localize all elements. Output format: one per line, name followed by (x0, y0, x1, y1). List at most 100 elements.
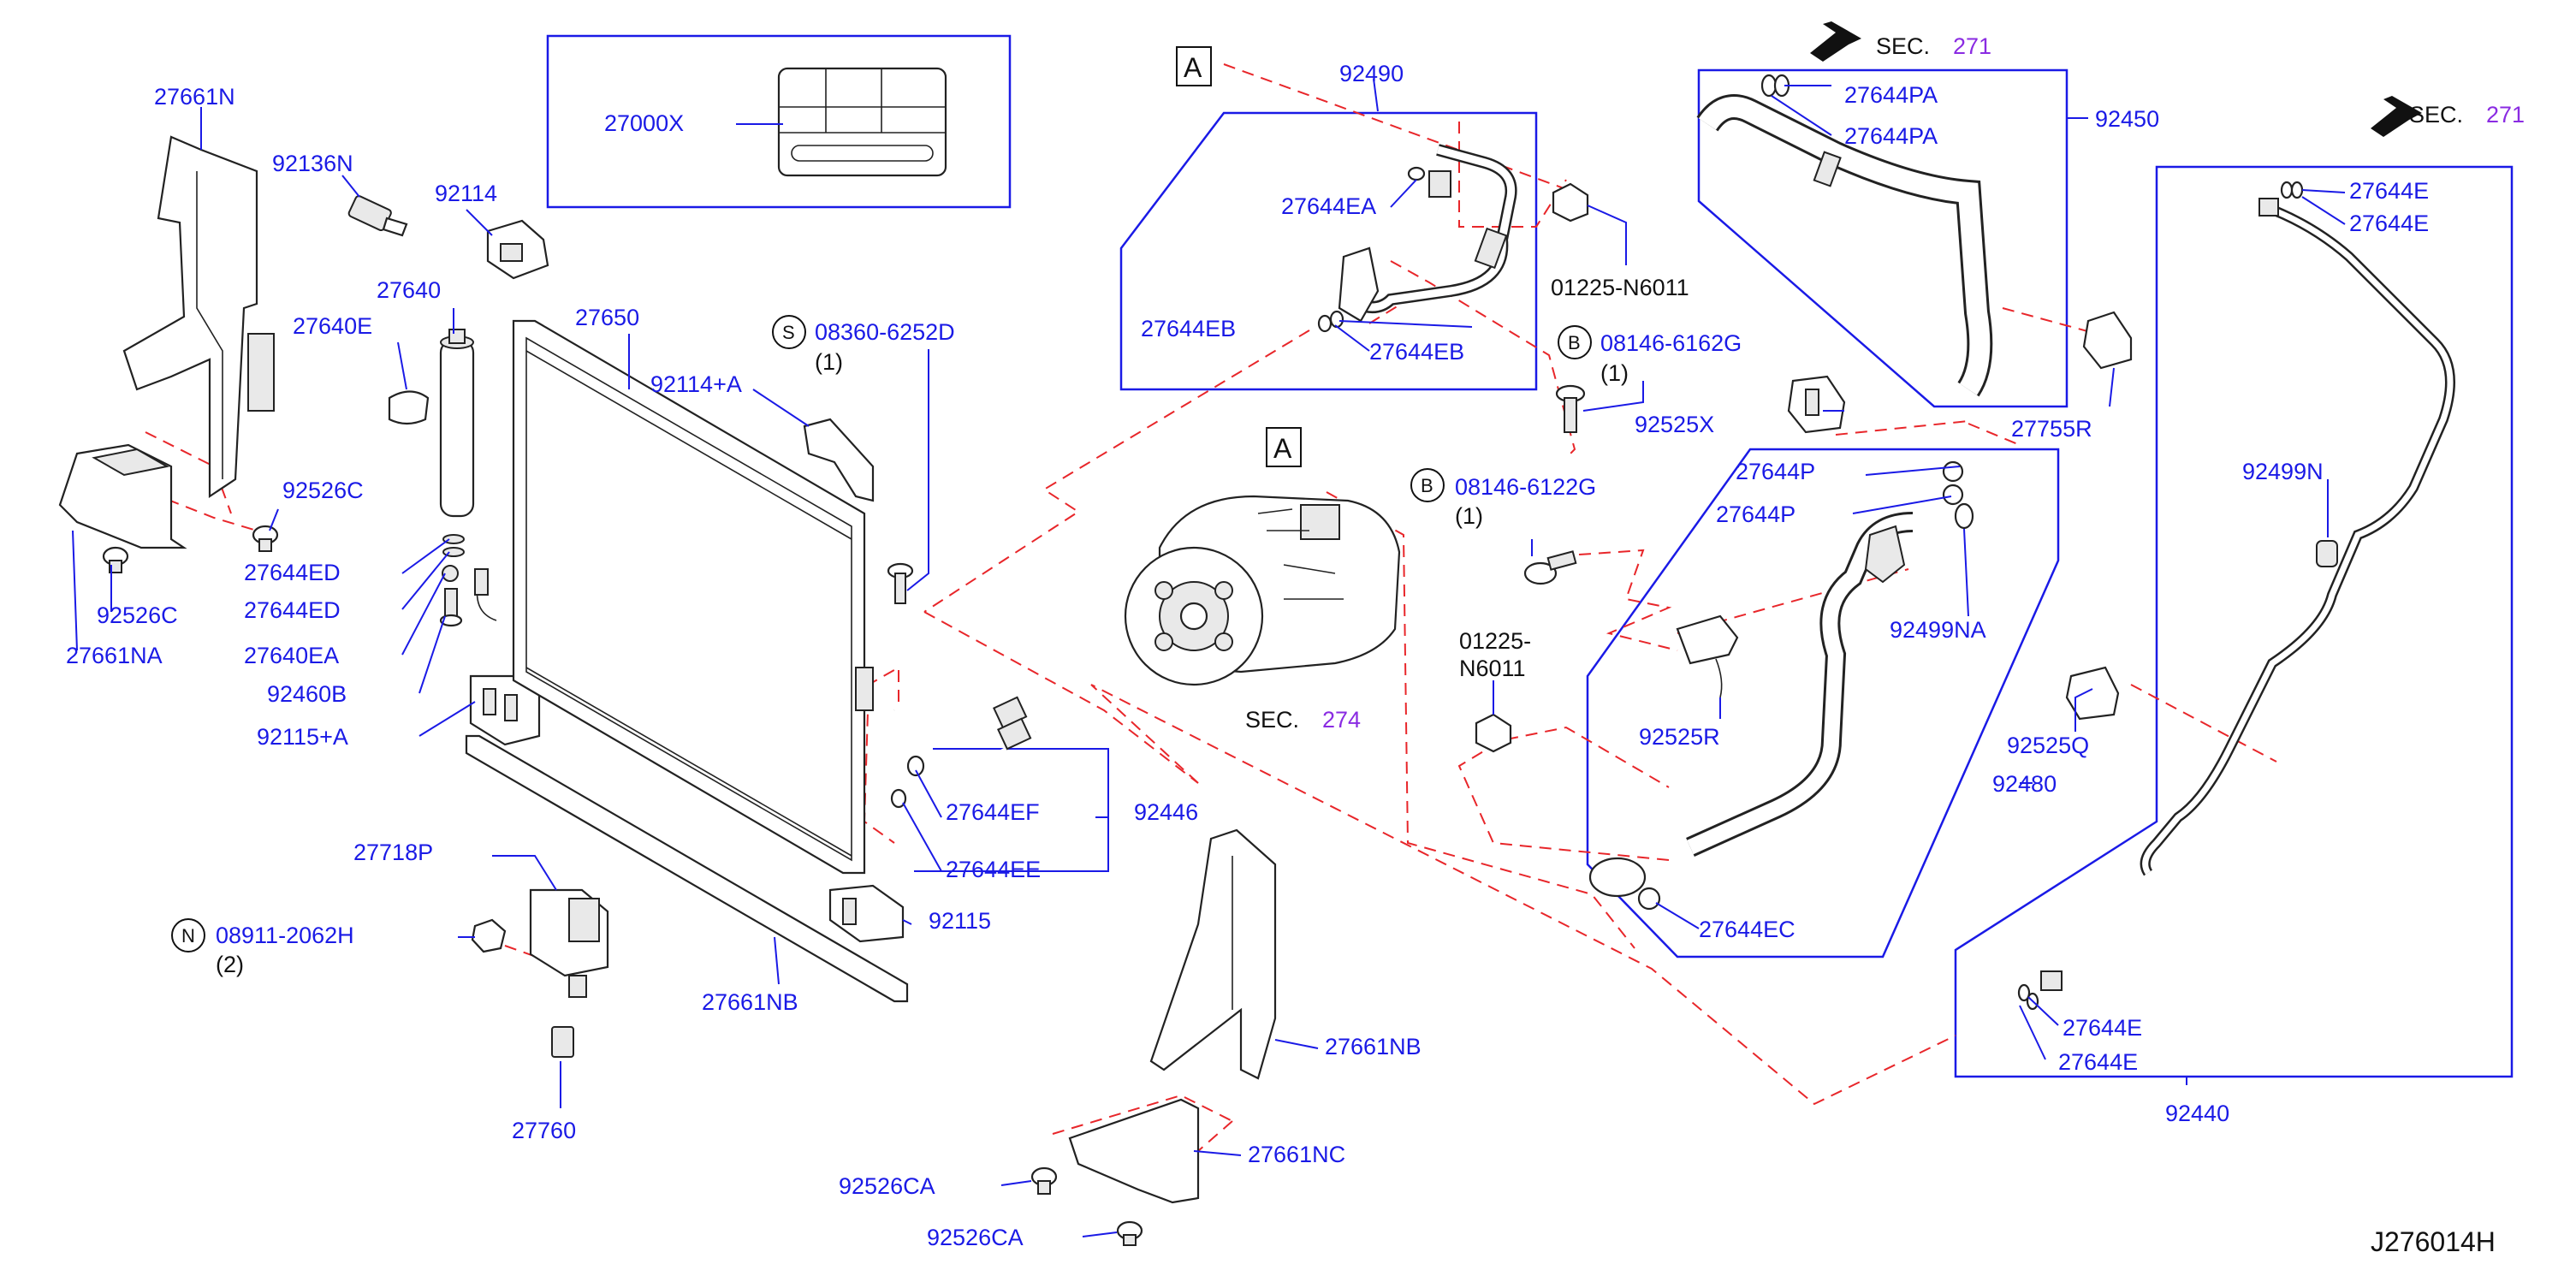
circle-b1 (1558, 325, 1592, 359)
clip-92525x (1787, 375, 1846, 434)
oring-27644ea (1407, 166, 1426, 181)
label-92490[interactable]: 92490 (1339, 61, 1404, 86)
group-frame-92440 (1954, 165, 2514, 1078)
oring-27644eb-a (1317, 314, 1333, 333)
label-27644e-2[interactable]: 27644E (2349, 211, 2429, 236)
view-marker-a-2: A (1273, 433, 1292, 464)
sensor-92136n (347, 195, 408, 237)
condenser-27650 (474, 319, 874, 875)
label-01225-n6011-mid-b: N6011 (1459, 656, 1526, 681)
label-27640[interactable]: 27640 (377, 277, 441, 303)
sec-link-274[interactable]: 274 (1322, 707, 1361, 733)
circle-n-letter: N (181, 925, 195, 947)
label-27644ed-2[interactable]: 27644ED (244, 597, 341, 623)
group-bracket-92446 (914, 748, 1109, 872)
group-frame-92450 (1697, 68, 2069, 408)
bracket-92114a (803, 418, 875, 502)
label-92114a[interactable]: 92114+A (650, 371, 742, 397)
hose-92450 (1696, 94, 1993, 397)
label-92499n[interactable]: 92499N (2242, 459, 2324, 484)
label-27644pa-1[interactable]: 27644PA (1844, 82, 1938, 108)
sec-link-271-right[interactable]: 271 (2486, 102, 2525, 128)
label-27760[interactable]: 27760 (512, 1118, 576, 1143)
clip-92526ca-2 (1116, 1220, 1143, 1246)
shroud-27661nb (1149, 828, 1277, 1080)
hose-92480 (1588, 512, 1914, 898)
label-27661nb-1[interactable]: 27661NB (702, 989, 798, 1015)
oring-27644e-b (2290, 181, 2304, 199)
label-92525x[interactable]: 92525X (1635, 412, 1714, 437)
label-27644ea[interactable]: 27644EA (1281, 193, 1376, 219)
label-27640e[interactable]: 27640E (293, 313, 372, 339)
oring-27644ef (906, 755, 925, 777)
label-27718p[interactable]: 27718P (353, 840, 433, 865)
group-frame-92480 (1586, 448, 2060, 958)
clip-92526c-left (102, 546, 129, 573)
oring-27644eb-b (1329, 310, 1344, 329)
label-92114[interactable]: 92114 (435, 181, 497, 206)
nut-08911 (471, 918, 507, 953)
group-frame-92490 (1119, 111, 1538, 391)
label-27644e-1[interactable]: 27644E (2349, 178, 2429, 204)
label-27644pa-2[interactable]: 27644PA (1844, 123, 1938, 149)
label-27644p-2[interactable]: 27644P (1716, 501, 1795, 527)
label-27644ef[interactable]: 27644EF (946, 799, 1040, 825)
label-92480[interactable]: 92480 (1992, 771, 2057, 797)
label-92526c-right[interactable]: 92526C (282, 478, 364, 503)
compressor (1124, 495, 1401, 686)
label-box-27000x (546, 34, 1012, 209)
label-27000x[interactable]: 27000X (604, 110, 684, 136)
view-marker-a-box-1 (1176, 46, 1212, 86)
label-08146-6162g[interactable]: 08146-6162G (1600, 330, 1742, 356)
diagram-id: J276014H (2371, 1226, 2496, 1257)
label-27661n[interactable]: 27661N (154, 84, 235, 110)
label-92440[interactable]: 92440 (2165, 1101, 2229, 1126)
label-08360-6252d[interactable]: 08360-6252D (815, 319, 955, 345)
label-92526ca-2[interactable]: 92526CA (927, 1225, 1024, 1250)
label-27650[interactable]: 27650 (575, 305, 639, 330)
clip-92525q (2065, 666, 2120, 721)
sec-label-271-top: SEC. (1876, 33, 1930, 59)
circle-s-letter: S (782, 322, 795, 343)
oring-27644e-c (2017, 983, 2031, 1002)
label-27644eb-2[interactable]: 27644EB (1369, 339, 1464, 365)
label-27644e-4[interactable]: 27644E (2058, 1049, 2138, 1075)
label-27755r[interactable]: 27755R (2011, 416, 2092, 442)
oring-27644ee (890, 788, 907, 809)
sec-label-274: SEC. (1245, 707, 1299, 733)
label-08911-2062h[interactable]: 08911-2062H (216, 923, 354, 948)
label-27644p-1[interactable]: 27644P (1736, 459, 1815, 484)
label-27661nb-2[interactable]: 27661NB (1325, 1034, 1422, 1059)
label-27644eb-1[interactable]: 27644EB (1141, 316, 1236, 341)
label-92526ca-1[interactable]: 92526CA (839, 1173, 935, 1199)
sec-link-271-top[interactable]: 271 (1953, 33, 1991, 59)
label-92115a[interactable]: 92115+A (257, 724, 348, 750)
label-92446[interactable]: 92446 (1134, 799, 1198, 825)
routing-lines (93, 63, 2277, 1178)
label-27644ee[interactable]: 27644EE (946, 857, 1041, 882)
bracket-92115 (828, 884, 905, 943)
label-92460b[interactable]: 92460B (267, 681, 347, 707)
label-27644e-3[interactable]: 27644E (2063, 1015, 2142, 1041)
label-92136n[interactable]: 92136N (272, 151, 353, 176)
label-92525q[interactable]: 92525Q (2007, 733, 2089, 758)
clip-92526ca-1 (1030, 1166, 1058, 1195)
label-27644ed-1[interactable]: 27644ED (244, 560, 341, 585)
view-marker-a-1: A (1184, 52, 1202, 83)
label-92525r[interactable]: 92525R (1639, 724, 1720, 750)
cover-27661nc (1068, 1098, 1200, 1204)
label-92450[interactable]: 92450 (2095, 106, 2159, 132)
label-plate-27000x (777, 67, 947, 177)
label-92526c-left[interactable]: 92526C (97, 602, 178, 628)
clip-92526c-right (252, 525, 279, 552)
label-27640ea[interactable]: 27640EA (244, 643, 339, 668)
label-27661nc[interactable]: 27661NC (1248, 1142, 1345, 1167)
bolt-08146-6122g (1523, 550, 1577, 585)
label-27661na[interactable]: 27661NA (66, 643, 163, 668)
label-27644ec[interactable]: 27644EC (1699, 917, 1795, 942)
circle-s (772, 315, 806, 349)
oring-27644ed-a (442, 534, 465, 544)
label-92115[interactable]: 92115 (929, 908, 991, 934)
label-08146-6122g[interactable]: 08146-6122G (1455, 474, 1596, 500)
label-92499na[interactable]: 92499NA (1890, 617, 1986, 643)
